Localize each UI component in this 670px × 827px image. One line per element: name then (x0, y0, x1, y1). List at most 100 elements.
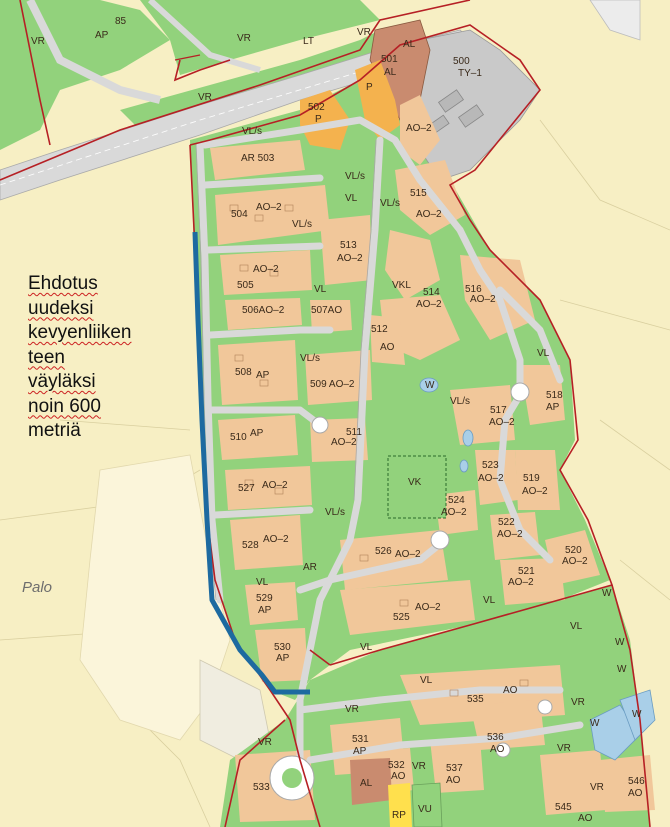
zone-label: AO (578, 813, 593, 824)
zone-label: AL (360, 778, 373, 789)
zone-label: AR (303, 562, 317, 573)
zone-label: VR (198, 92, 212, 103)
zone-label: 502 (308, 102, 325, 113)
zone-label: VL (483, 595, 496, 606)
zone-label lbl-sm: W (617, 664, 627, 675)
zone-label: 527 (238, 483, 255, 494)
note-line: uudeksi (28, 297, 94, 319)
proposal-note: Ehdotus uudeksi kevyenliiken teen väyläk… (28, 272, 132, 444)
zone-label: 509 AO–2 (310, 379, 355, 390)
zone-label: VL/s (345, 171, 365, 182)
zone-label: AP (250, 428, 264, 439)
zone-label: AO–2 (508, 577, 534, 588)
zone-label: VR (345, 704, 359, 715)
zone-label: 508 (235, 367, 252, 378)
zone-label: 515 (410, 188, 427, 199)
zone-label: AO–2 (337, 253, 363, 264)
note-line: noin 600 (28, 395, 132, 420)
zone-label: VL (345, 193, 358, 204)
zone-label: 524 (448, 495, 465, 506)
zone-label: AO–2 (522, 486, 548, 497)
zone-label: AP (95, 30, 109, 41)
note-line: kevyenliiken (28, 322, 132, 343)
zone-label: AP (256, 370, 270, 381)
zone-label lbl-sm: W (590, 718, 600, 729)
zone-label: 533 (253, 782, 270, 793)
zone-label: P (366, 82, 373, 93)
zone-label: 507AO (311, 305, 342, 316)
zone-label: AO–2 (562, 556, 588, 567)
zone-label lbl-sm: W (602, 588, 612, 599)
zone-label: 519 (523, 473, 540, 484)
local-roads (196, 116, 584, 784)
note-line: Ehdotus (28, 273, 98, 294)
zone-label: 528 (242, 540, 259, 551)
zone-label: VL/s (450, 396, 470, 407)
note-line: teen (28, 346, 65, 368)
zone-label: VU (418, 804, 432, 815)
zone-label: AO–2 (478, 473, 504, 484)
place-name-label: Palo (22, 579, 53, 596)
zone-label: AO–2 (406, 123, 432, 134)
zone-label: VL/s (325, 507, 345, 518)
zone-label: 510 (230, 432, 247, 443)
zone-label: LT (303, 36, 314, 47)
plot-rp (388, 783, 412, 827)
zone-label: 501 (381, 54, 398, 65)
zone-label: VL (360, 642, 373, 653)
zone-label: 512 (371, 324, 388, 335)
zone-label: 537 (446, 763, 463, 774)
zone-label: 525 (393, 612, 410, 623)
zone-label: AO (380, 342, 395, 353)
zone-label: 521 (518, 566, 535, 577)
zone-label: AO (628, 788, 643, 799)
zone-label: AO–2 (416, 299, 442, 310)
zone-label: VR (412, 761, 426, 772)
zone-label lbl-sm: W (632, 709, 642, 720)
zone-label: 505 (237, 280, 254, 291)
zone-label: AO–2 (262, 480, 288, 491)
zone-label: AO–2 (441, 507, 467, 518)
residential-plots (210, 140, 655, 822)
ramp-road (26, 0, 161, 104)
zone-label: VR (590, 782, 604, 793)
zone-label: AP (546, 402, 560, 413)
zone-label: 517 (490, 405, 507, 416)
zone-label: AP (276, 653, 290, 664)
zone-label: AP (353, 746, 367, 757)
zone-label: VL/s (380, 198, 400, 209)
zone-label: VL/s (300, 353, 320, 364)
zone-label: 500 (453, 56, 470, 67)
plot-vu (411, 782, 443, 827)
zone-labels: 85 AP VR VR LT VR VR 501 AL AL 500 TY–1 … (31, 16, 645, 824)
zone-label: VR (571, 697, 585, 708)
proposed-light-traffic-route (192, 231, 310, 695)
zone-label: TY–1 (458, 68, 482, 79)
water-bodies (419, 377, 656, 761)
plan-boundary (0, 0, 651, 827)
zone-label: VL (420, 675, 433, 686)
zone-label lbl-sm: W (615, 637, 625, 648)
zone-label: VL (256, 577, 269, 588)
ramp-road-2 (147, 0, 261, 73)
plot-al-bottom (350, 758, 392, 805)
zone-label: VR (258, 737, 272, 748)
note-line: väyläksi (28, 371, 96, 392)
note-line: metriä (28, 420, 81, 441)
zone-label: AO–2 (395, 549, 421, 560)
zone-label: AO (446, 775, 461, 786)
zone-label: AO (391, 771, 406, 782)
zone-label: AP (258, 605, 272, 616)
zone-label: VL (314, 284, 327, 295)
zone-label: 513 (340, 240, 357, 251)
parking-502 (300, 90, 350, 150)
zone-label: 546 (628, 776, 645, 787)
zone-label: AO–2 (331, 437, 357, 448)
zone-label: VR (557, 743, 571, 754)
plot-ao2-upper (400, 95, 440, 165)
green-band-top (140, 0, 380, 75)
zone-label: 526 (375, 546, 392, 557)
zone-label: AR 503 (241, 153, 275, 164)
field-patch (79, 454, 231, 741)
